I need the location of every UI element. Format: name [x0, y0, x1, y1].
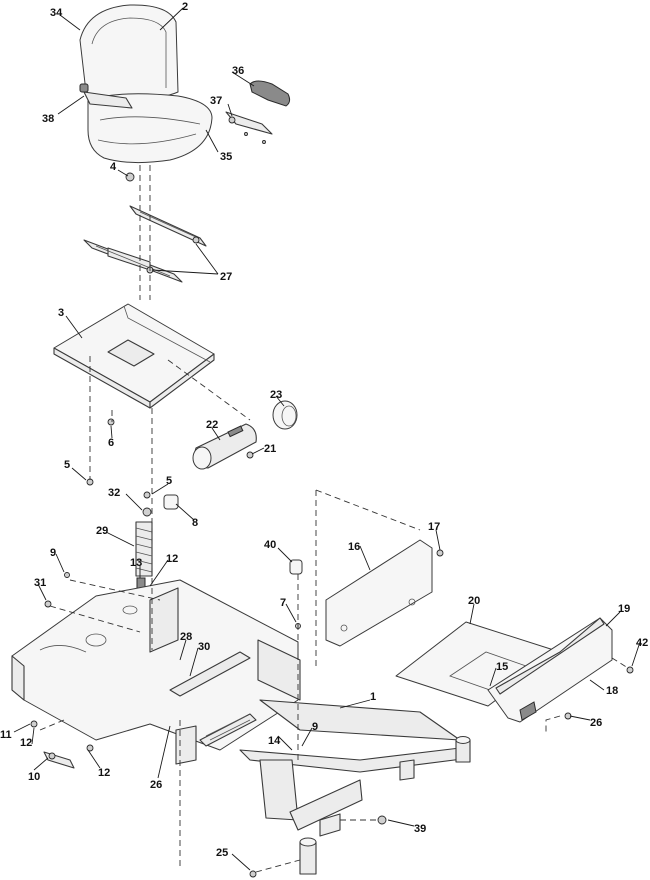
callout-17: 17	[428, 521, 440, 533]
callout-27: 27	[220, 271, 232, 283]
callout-40: 40	[264, 539, 276, 551]
callout-36: 36	[232, 65, 244, 77]
seat-rails	[83, 205, 207, 283]
tube-cap	[272, 400, 298, 430]
callout-32: 32	[108, 487, 120, 499]
callout-3: 3	[58, 307, 64, 319]
leader-lines	[13, 7, 641, 871]
callout-16: 16	[348, 541, 360, 553]
callout-5a: 5	[64, 459, 70, 471]
callout-8: 8	[192, 517, 198, 529]
callout-26b: 26	[590, 717, 602, 729]
callout-35: 35	[220, 151, 232, 163]
callout-12b: 12	[20, 737, 32, 749]
callout-12c: 12	[98, 767, 110, 779]
armrest-bracket	[225, 111, 273, 144]
callout-10: 10	[28, 771, 40, 783]
callout-4: 4	[110, 161, 117, 173]
callout-20: 20	[468, 595, 480, 607]
callout-9b: 9	[312, 721, 318, 733]
callout-29: 29	[96, 525, 108, 537]
callout-21: 21	[264, 443, 276, 455]
callout-7: 7	[280, 597, 286, 609]
storage-tube	[192, 423, 257, 470]
callout-39: 39	[414, 823, 426, 835]
callout-26a: 26	[150, 779, 162, 791]
callout-42: 42	[636, 637, 648, 649]
armrest-pad	[249, 80, 291, 107]
callout-28: 28	[180, 631, 192, 643]
callout-18: 18	[606, 685, 618, 697]
callout-12a: 12	[166, 553, 178, 565]
callout-13: 13	[130, 557, 142, 569]
callout-15: 15	[496, 661, 508, 673]
callout-23: 23	[270, 389, 282, 401]
foot-rest	[487, 617, 613, 723]
hardware	[30, 418, 634, 878]
callout-6: 6	[108, 437, 114, 449]
callout-2: 2	[182, 1, 188, 13]
callout-31: 31	[34, 577, 46, 589]
callout-1: 1	[370, 691, 376, 703]
seat-pan	[53, 303, 215, 409]
callouts: 34 2 36 37 38 35 4 27 3 23 22 6 21 5 5 3…	[0, 1, 648, 859]
callout-22: 22	[206, 419, 218, 431]
assembly-lines	[39, 165, 629, 873]
callout-5b: 5	[166, 475, 172, 487]
main-frame	[11, 579, 471, 875]
callout-30: 30	[198, 641, 210, 653]
callout-11: 11	[0, 729, 12, 741]
side-panel	[325, 539, 433, 647]
callout-19: 19	[618, 603, 630, 615]
seat	[79, 4, 213, 182]
callout-9a: 9	[50, 547, 56, 559]
callout-37: 37	[210, 95, 222, 107]
callout-38: 38	[42, 113, 54, 125]
callout-25: 25	[216, 847, 228, 859]
callout-14: 14	[268, 735, 281, 747]
callout-34: 34	[50, 7, 63, 19]
